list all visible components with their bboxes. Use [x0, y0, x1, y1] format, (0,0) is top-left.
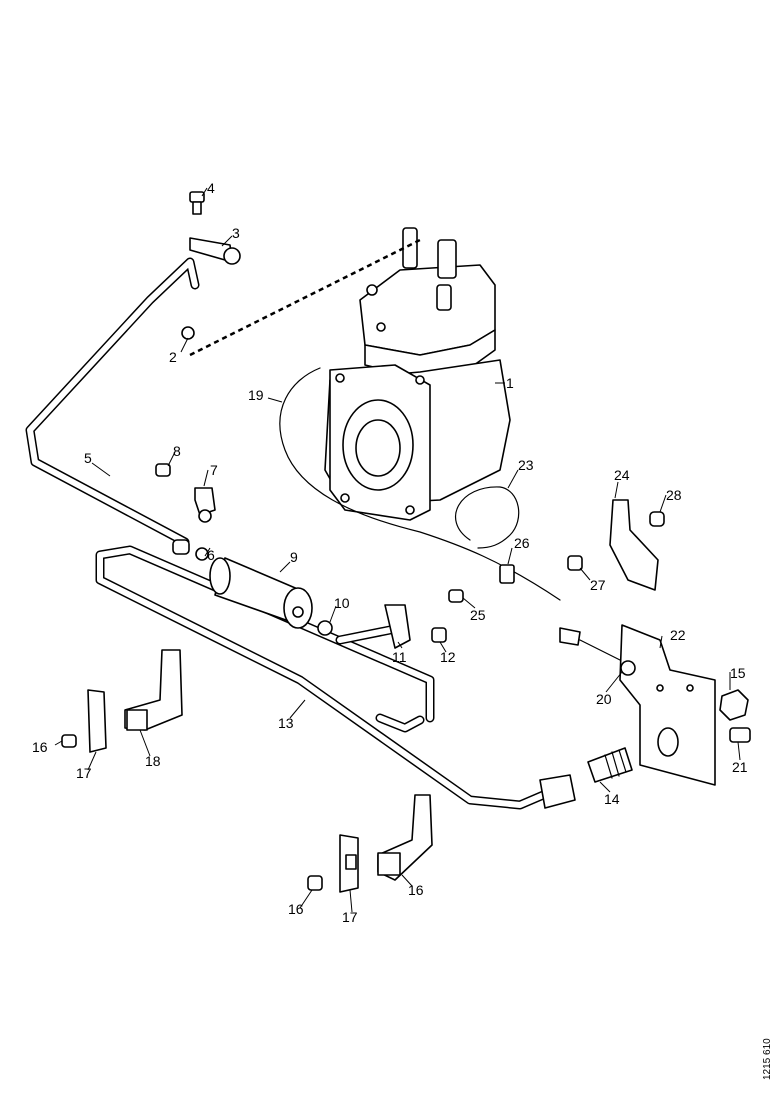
assembly-line	[189, 238, 421, 357]
bracket-16	[377, 794, 433, 881]
bracket-22	[619, 624, 716, 786]
callout-16-upper-left: 16	[32, 739, 48, 755]
air-dryer-9	[209, 557, 313, 629]
callout-19: 19	[248, 387, 264, 403]
callout-16-left: 16	[288, 901, 304, 917]
callout-17-lower: 17	[342, 909, 358, 925]
washer-2	[181, 326, 195, 340]
retaining-ring-23	[455, 486, 520, 549]
screw-18	[61, 734, 77, 748]
callout-11: 11	[392, 649, 407, 665]
plug-28	[649, 511, 665, 527]
hose-11	[335, 604, 411, 649]
callout-17-upper: 17	[76, 765, 92, 781]
screw-8	[155, 463, 171, 477]
seal-ring-10	[317, 620, 333, 636]
callout-14: 14	[604, 791, 620, 807]
callout-21: 21	[732, 759, 748, 775]
callout-1: 1	[506, 375, 514, 391]
callout-9: 9	[290, 549, 298, 565]
screw-4	[189, 191, 205, 215]
leader-lines	[54, 187, 741, 913]
screw-25	[448, 589, 464, 603]
air-compressor	[324, 227, 511, 521]
cable-clamp-20	[559, 627, 636, 676]
bolt-21	[729, 727, 751, 743]
clamp-7	[194, 487, 216, 523]
callout-6: 6	[207, 547, 215, 563]
clamp-17-upper	[87, 689, 107, 753]
clamp-17	[339, 834, 359, 893]
callout-28: 28	[666, 487, 682, 503]
clip-26	[499, 564, 515, 584]
callout-27: 27	[590, 577, 606, 593]
callout-13: 13	[278, 715, 294, 731]
callout-5: 5	[84, 450, 92, 466]
screw-16	[307, 875, 323, 891]
gasket	[279, 367, 561, 601]
washer-6	[195, 547, 209, 561]
nut-15	[719, 689, 749, 721]
callout-16-right: 16	[408, 882, 424, 898]
callout-15: 15	[730, 665, 746, 681]
callout-10: 10	[334, 595, 350, 611]
callout-2: 2	[169, 349, 177, 365]
callout-20: 20	[596, 691, 612, 707]
callout-18: 18	[145, 753, 161, 769]
pipe-13	[95, 545, 560, 810]
fitting-6-left	[172, 539, 190, 555]
callout-4: 4	[207, 180, 215, 196]
coupling-14	[539, 747, 633, 809]
callout-22: 22	[670, 627, 686, 643]
drawing-reference-code: 1215 610	[762, 1038, 773, 1080]
nut-12	[431, 627, 447, 643]
screw-27	[567, 555, 583, 571]
callout-3: 3	[232, 225, 240, 241]
callout-24: 24	[614, 467, 630, 483]
callout-25: 25	[470, 607, 486, 623]
callout-26: 26	[514, 535, 530, 551]
banjo-fitting-3	[189, 237, 241, 265]
pipe-5	[25, 257, 200, 547]
callout-8: 8	[173, 443, 181, 459]
callout-7: 7	[210, 462, 218, 478]
bracket-18	[124, 649, 183, 731]
callout-12: 12	[440, 649, 456, 665]
bracket-24	[609, 499, 659, 591]
callout-23: 23	[518, 457, 534, 473]
